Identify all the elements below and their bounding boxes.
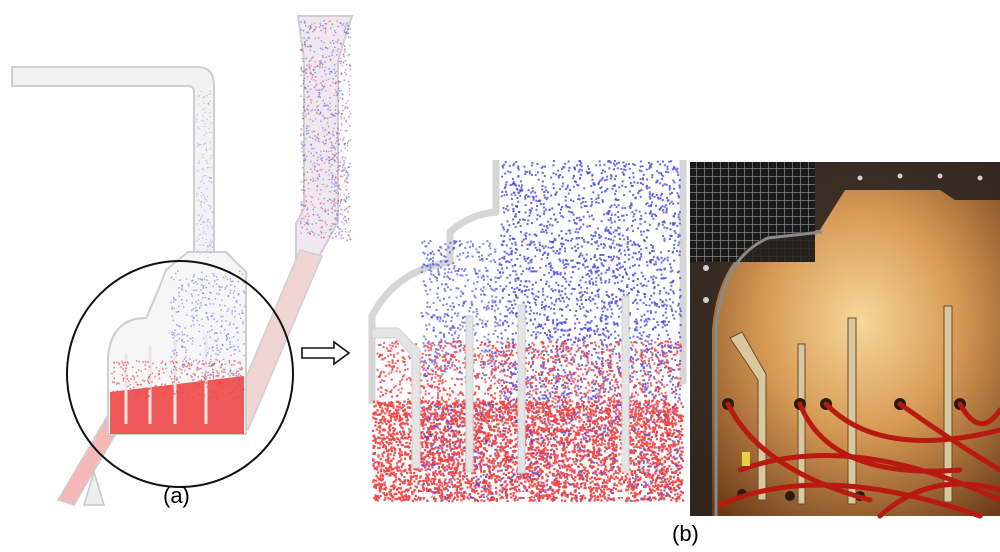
experiment-photo xyxy=(690,162,1000,519)
photo-baffles xyxy=(729,305,953,505)
simulation-zoom xyxy=(368,160,687,503)
diagonal-chute xyxy=(224,249,324,431)
yellow-tag xyxy=(742,452,750,466)
chamber-frame xyxy=(690,162,1000,516)
red-cables xyxy=(717,401,1000,519)
overview-particles xyxy=(110,20,352,400)
right-arrow-icon xyxy=(301,340,351,366)
inlet-pipe xyxy=(11,66,215,263)
frame-edge xyxy=(714,230,823,516)
red-particle-bed xyxy=(110,376,244,434)
panel-label-a: (a) xyxy=(163,483,190,508)
outlet-nozzle xyxy=(82,469,106,506)
zoom-baffles xyxy=(371,295,630,474)
zoom-circle xyxy=(66,260,294,488)
zoom-chamber-wall xyxy=(368,160,500,404)
simulation-overview xyxy=(11,15,354,506)
zoom-particles xyxy=(372,160,685,503)
zoom-floor-marks xyxy=(418,492,628,497)
panel-label-b: (b) xyxy=(672,521,699,546)
rim-bolts xyxy=(703,173,983,303)
